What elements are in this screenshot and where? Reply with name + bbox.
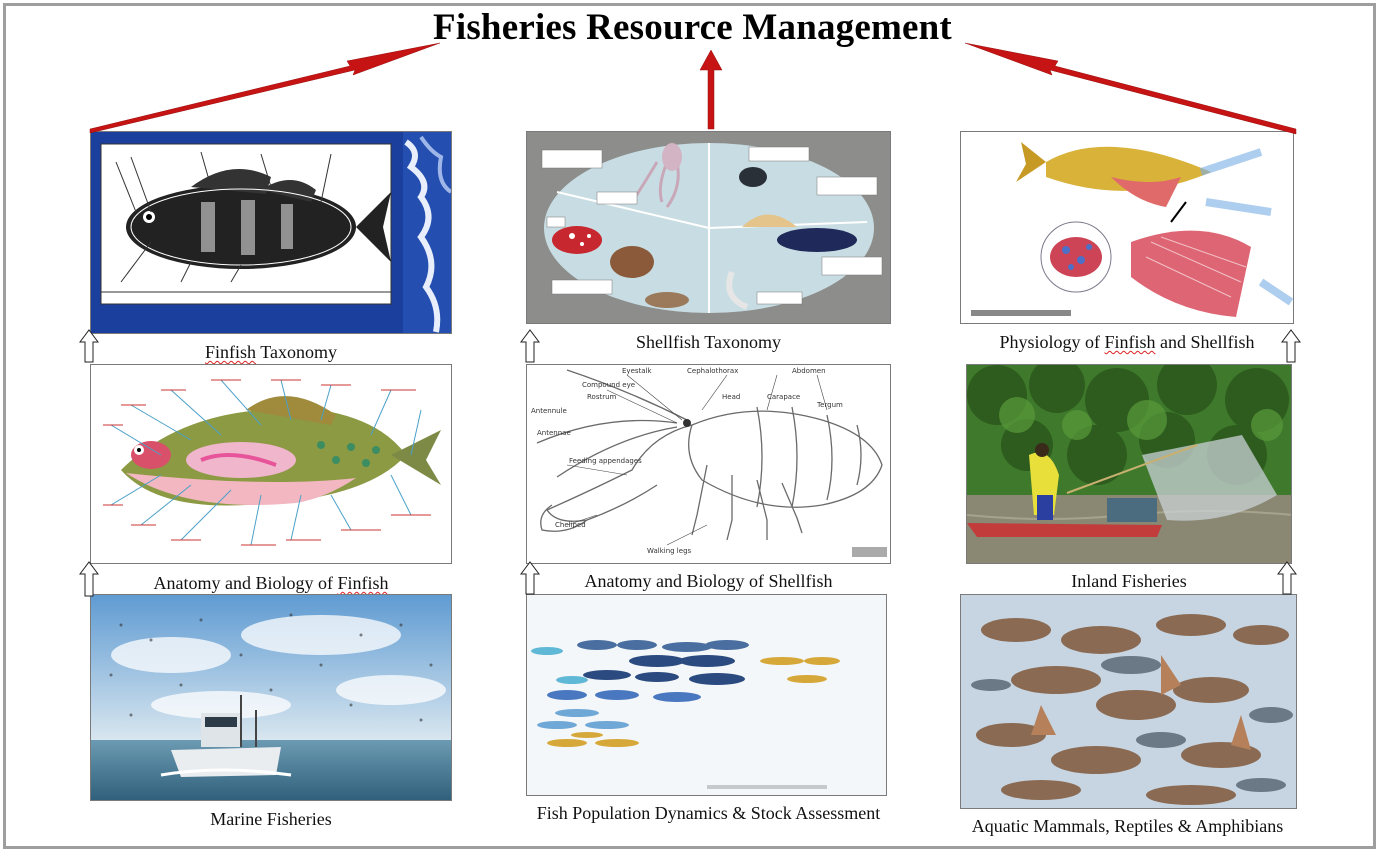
svg-text:Abdomen: Abdomen bbox=[792, 367, 826, 375]
label-population: Fish Population Dynamics & Stock Assessm… bbox=[536, 803, 881, 823]
label-marine: Marine Fisheries bbox=[210, 809, 332, 829]
svg-text:Carapace: Carapace bbox=[767, 393, 800, 401]
panel-physiology bbox=[960, 131, 1294, 324]
label-anatomy-shellfish: Anatomy and Biology of Shellfish bbox=[584, 571, 833, 591]
panel-aquatic bbox=[960, 594, 1297, 809]
label-inland: Inland Fisheries bbox=[1071, 571, 1187, 591]
svg-text:Cephalothorax: Cephalothorax bbox=[687, 367, 738, 375]
page-title: Fisheries Resource Management bbox=[433, 7, 952, 48]
svg-text:Tergum: Tergum bbox=[816, 401, 843, 409]
panel-finfish-taxonomy bbox=[90, 131, 452, 334]
svg-text:Walking legs: Walking legs bbox=[647, 547, 692, 555]
label-physiology: Physiology of Finfish and Shellfish bbox=[999, 332, 1255, 352]
panel-population bbox=[526, 594, 887, 796]
panel-anatomy-shellfish: Eyestalk Compound eye Rostrum Cephalotho… bbox=[526, 364, 891, 564]
label-shellfish-taxonomy: Shellfish Taxonomy bbox=[636, 332, 781, 352]
label-aquatic: Aquatic Mammals, Reptiles & Amphibians bbox=[971, 816, 1284, 836]
svg-text:Rostrum: Rostrum bbox=[587, 393, 617, 401]
panel-inland bbox=[966, 364, 1292, 564]
svg-text:Eyestalk: Eyestalk bbox=[622, 367, 652, 375]
panel-shellfish-taxonomy bbox=[526, 131, 891, 324]
panel-anatomy-finfish bbox=[90, 364, 452, 564]
panel-marine bbox=[90, 594, 452, 801]
svg-text:Compound eye: Compound eye bbox=[582, 381, 635, 389]
svg-text:Cheliped: Cheliped bbox=[555, 521, 586, 529]
label-anatomy-finfish: Anatomy and Biology of Finfish bbox=[153, 573, 389, 593]
svg-text:Head: Head bbox=[722, 393, 740, 401]
outer-frame bbox=[3, 3, 1376, 849]
svg-text:Antennae: Antennae bbox=[537, 429, 571, 437]
svg-text:Feeding appendages: Feeding appendages bbox=[569, 457, 642, 465]
svg-text:Antennule: Antennule bbox=[531, 407, 567, 415]
label-finfish-taxonomy: Finfish Taxonomy bbox=[205, 342, 337, 362]
